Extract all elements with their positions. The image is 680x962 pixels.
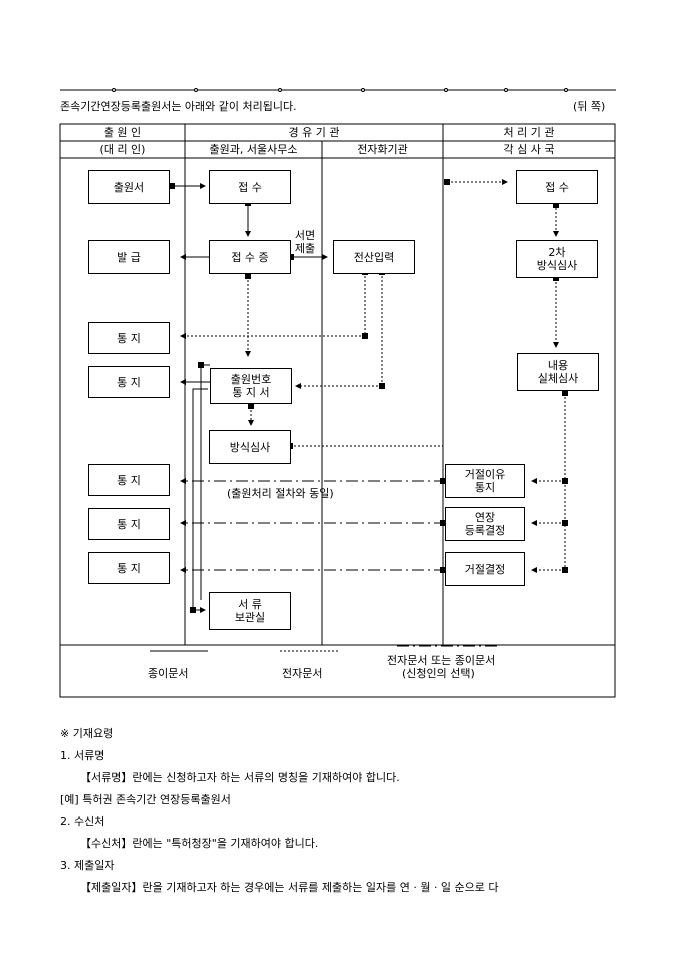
notes-item1-example: [예] 특허권 존속기간 연장등록출원서 [60,793,231,806]
notes-item3-title: 3. 제출일자 [60,859,115,872]
issue-box: 발 급 [88,240,170,274]
written-submission-label: 서면 제출 [294,229,316,255]
receive-box: 접 수 [209,170,291,204]
doc-storage-box: 서 류 보관실 [209,592,291,630]
notice-box-2: 통 지 [88,366,170,398]
application-box: 출원서 [88,170,170,204]
cut-line [60,88,616,92]
back-label: (뒤 쪽) [573,100,606,113]
substantive-exam-box: 내용 실체심사 [517,353,599,391]
legend-either: 전자문서 또는 종이문서 [387,654,496,667]
notes-item2-text: 【수신처】란에는 "특허청장"을 기재하여야 합니다. [80,837,319,850]
legend-either-sub: (신청인의 선택) [402,667,475,680]
notes-item1-text: 【서류명】란에는 신청하고자 하는 서류의 명칭을 기재하여야 합니다. [80,771,400,784]
legend-electronic: 전자문서 [282,667,323,680]
col-processing-sub: 각 심 사 국 [503,143,555,156]
notes-item1-title: 1. 서류명 [60,749,105,762]
col-via-sub-left: 출원과, 서울사무소 [209,143,298,156]
col-applicant-sub: (대 리 인) [99,143,146,156]
e-input-box: 전산입력 [333,240,415,274]
notice-box-3: 통 지 [88,464,170,496]
col-applicant-title: 출 원 인 [103,126,142,139]
receipt-box: 접 수 증 [209,240,291,274]
notes-item2-title: 2. 수신처 [60,815,105,828]
same-procedure-label: (출원처리 절차와 동일) [227,487,334,500]
col-via-title: 경 유 기 관 [288,126,340,139]
rejection-reason-box: 거절이유 통지 [445,464,525,498]
notice-box-4: 통 지 [88,508,170,540]
col-processing-title: 처 리 기 관 [503,126,555,139]
notes-heading: ※ 기재요령 [60,727,114,740]
notice-box-5: 통 지 [88,552,170,584]
col-via-sub-right: 전자화기관 [357,143,408,156]
rejection-decision-box: 거절결정 [445,552,525,586]
second-exam-box: 2차 방식심사 [516,240,598,278]
notes-item3-text: 【제출일자】란을 기재하고자 하는 경우에는 서류를 제출하는 일자를 연 · … [80,881,499,894]
legend-paper: 종이문서 [148,667,189,680]
formality-exam-box: 방식심사 [209,430,291,464]
app-number-notice-box: 출원번호 통 지 서 [210,368,292,404]
intro-text: 존속기간연장등록출원서는 아래와 같이 처리됩니다. [60,100,297,113]
ext-reg-decision-box: 연장 등록결정 [445,507,525,541]
receive-box-processing: 접 수 [516,170,598,204]
notice-box-1: 통 지 [88,322,170,354]
